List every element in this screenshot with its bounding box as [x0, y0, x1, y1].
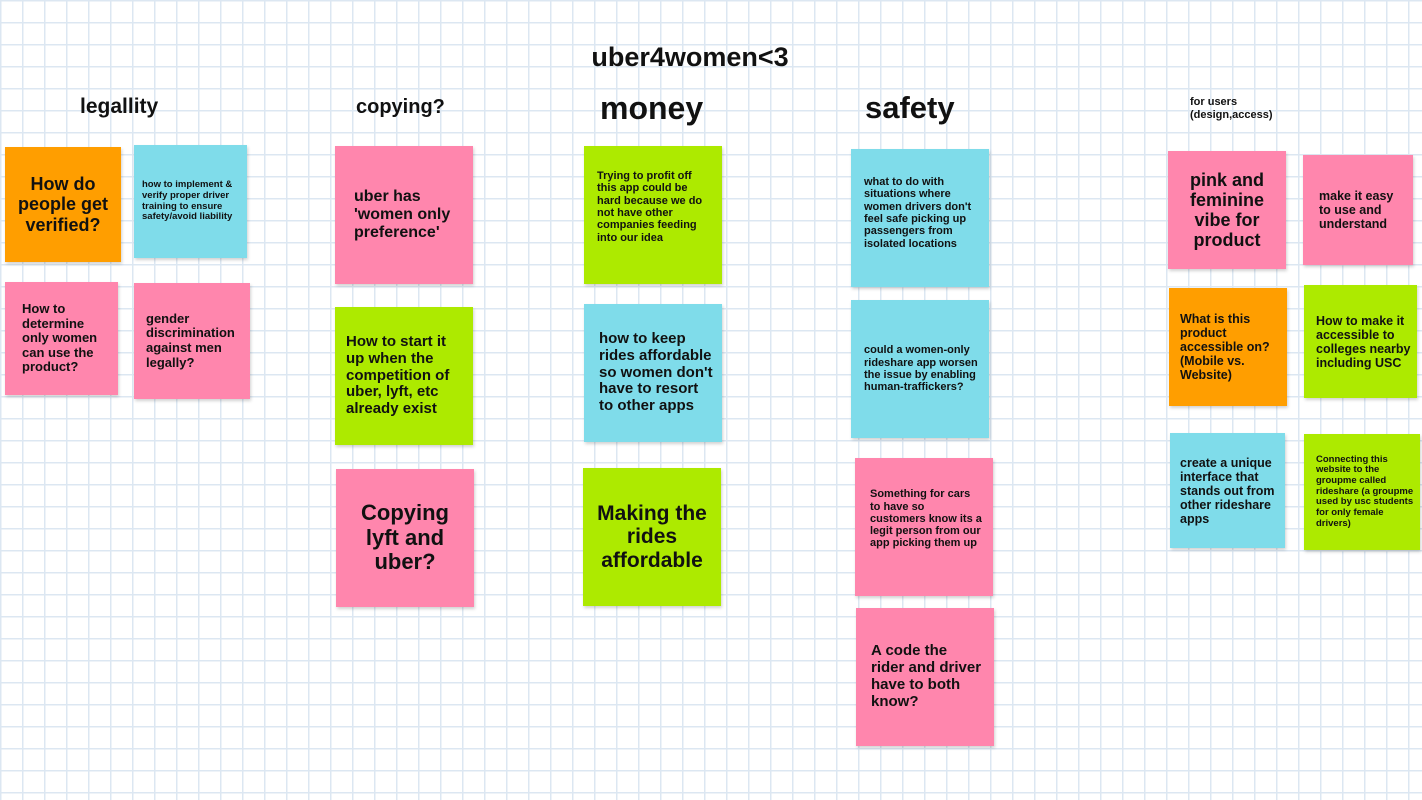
sticky-note[interactable]: A code the rider and driver have to both… — [856, 608, 994, 746]
note-text: pink and feminine vibe for product — [1189, 169, 1264, 251]
note-text: what to do with situations where women d… — [864, 176, 972, 250]
sticky-note[interactable]: create a unique interface that stands ou… — [1170, 433, 1285, 548]
note-text: gender discrimination against men legall… — [146, 310, 235, 370]
sticky-note[interactable]: how to implement & verify proper driver … — [134, 145, 247, 258]
sticky-note[interactable]: Something for cars to have so customers … — [855, 458, 993, 596]
sticky-note[interactable]: pink and feminine vibe for product — [1168, 151, 1286, 269]
note-text: how to keep rides affordable so women do… — [599, 330, 713, 415]
note-text: could a women-only rideshare app worsen … — [864, 344, 978, 394]
sticky-note[interactable]: make it easy to use and understand — [1303, 155, 1413, 265]
note-text: How to determine only women can use the … — [22, 301, 98, 375]
sticky-note[interactable]: gender discrimination against men legall… — [134, 283, 250, 399]
sticky-note[interactable]: How to determine only women can use the … — [5, 282, 118, 395]
heading-copying: copying? — [356, 96, 445, 118]
heading-users: for users (design,access) — [1190, 96, 1273, 121]
sticky-note[interactable]: How to make it accessible to colleges ne… — [1304, 285, 1417, 398]
heading-safety: safety — [865, 90, 955, 125]
note-text: Copying lyft and uber? — [361, 500, 449, 575]
note-text: How to make it accessible to colleges ne… — [1316, 313, 1411, 370]
note-text: how to implement & verify proper driver … — [142, 179, 233, 223]
note-text: Something for cars to have so customers … — [870, 488, 982, 550]
sticky-note[interactable]: What is this product accessible on? (Mob… — [1169, 288, 1287, 406]
note-text: make it easy to use and understand — [1319, 189, 1394, 231]
sticky-note[interactable]: Copying lyft and uber? — [336, 469, 474, 607]
sticky-note[interactable]: How to start it up when the competition … — [335, 307, 473, 445]
sticky-note[interactable]: uber has 'women only preference' — [335, 146, 473, 284]
sticky-note[interactable]: how to keep rides affordable so women do… — [584, 304, 722, 442]
note-text: Making the rides affordable — [597, 501, 707, 572]
sticky-note[interactable]: what to do with situations where women d… — [851, 149, 989, 287]
note-text: A code the rider and driver have to both… — [871, 642, 982, 710]
sticky-note[interactable]: Connecting this website to the groupme c… — [1304, 434, 1420, 550]
note-text: create a unique interface that stands ou… — [1180, 455, 1275, 526]
heading-money: money — [600, 90, 704, 126]
sticky-note[interactable]: Making the rides affordable — [583, 468, 721, 606]
sticky-note[interactable]: How do people get verified? — [5, 147, 121, 262]
sticky-note[interactable]: could a women-only rideshare app worsen … — [851, 300, 989, 438]
note-text: How to start it up when the competition … — [346, 333, 450, 418]
note-text: Connecting this website to the groupme c… — [1316, 453, 1414, 529]
sticky-note[interactable]: Trying to profit off this app could be h… — [584, 146, 722, 284]
board-title: uber4women<3 — [591, 42, 789, 72]
note-text: How do people get verified? — [17, 174, 108, 235]
note-text: Trying to profit off this app could be h… — [597, 170, 703, 244]
heading-legality: legallity — [80, 95, 159, 118]
note-text: What is this product accessible on? (Mob… — [1180, 312, 1270, 382]
note-text: uber has 'women only preference' — [354, 188, 451, 241]
